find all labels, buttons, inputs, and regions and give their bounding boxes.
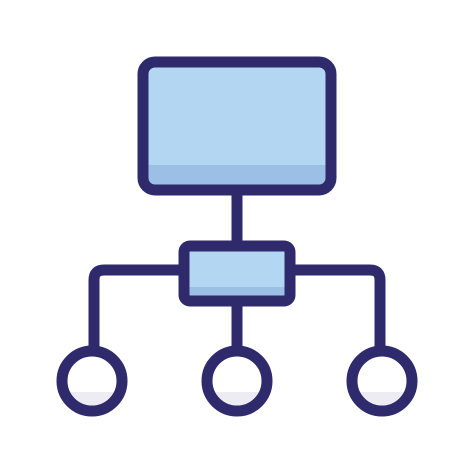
right-node	[346, 345, 418, 417]
monitor-fill	[143, 62, 331, 190]
center-node-outline	[201, 345, 273, 417]
monitor-box	[137, 56, 337, 196]
left-node-outline	[56, 345, 128, 417]
connector-hub-left-node	[88, 264, 190, 356]
left-node	[56, 345, 128, 417]
connector-lines	[88, 187, 386, 358]
hub-outline	[178, 240, 296, 307]
right-node-outline	[346, 345, 418, 417]
hub-box	[178, 240, 296, 307]
connector-hub-right-node	[284, 264, 386, 356]
monitor-outline	[137, 56, 337, 196]
center-node	[201, 345, 273, 417]
